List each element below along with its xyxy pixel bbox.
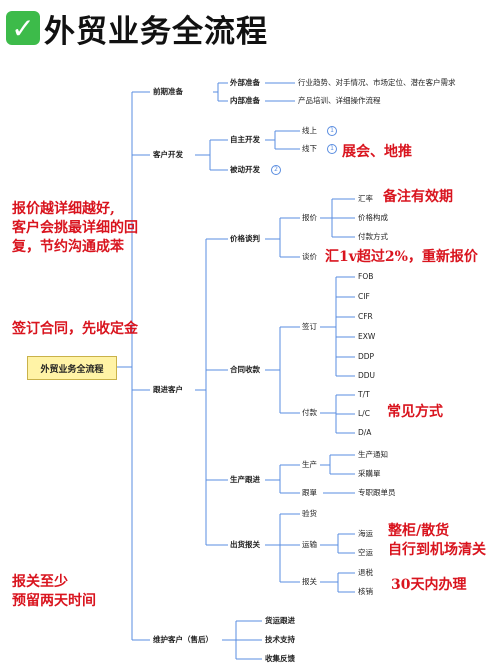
annotation-customs-tip: 报关至少 预留两天时间	[12, 574, 96, 609]
node-purchase: 采購單	[358, 469, 381, 478]
node-track-staff: 专职跟单员	[358, 488, 396, 497]
node-fob: FOB	[358, 272, 374, 281]
circle-number-2: 2	[271, 165, 281, 175]
node-ddu: DDU	[358, 371, 376, 380]
node-ship: 出货报关	[230, 540, 260, 549]
node-da: D/A	[358, 428, 372, 437]
annotation-expo: 展会、地推	[342, 144, 412, 160]
annotation-quote-tip: 报价越详细越好, 客户会挑最详细的回 复，节约沟通成苯	[12, 201, 138, 255]
node-negotiate: 谈价	[302, 252, 317, 261]
node-sign: 签订	[302, 322, 317, 331]
circle-number-1: 1	[327, 126, 337, 136]
node-tt: T/T	[358, 390, 370, 399]
node-prod-follow: 生产跟进	[230, 475, 260, 484]
node-goods-track: 货运跟进	[265, 616, 295, 625]
node-quote: 报价	[302, 213, 317, 222]
node-exw: EXW	[358, 332, 376, 341]
page-title: ✓ 外贸业务全流程	[6, 8, 268, 50]
node-verify: 核销	[358, 587, 373, 596]
title-text: 外贸业务全流程	[44, 13, 268, 50]
node-lc: L/C	[358, 409, 370, 418]
node-ddp: DDP	[358, 352, 375, 361]
node-price-composition: 价格构成	[358, 213, 388, 222]
root-node: 外贸业务全流程	[27, 356, 117, 380]
node-air: 空运	[358, 548, 373, 557]
node-customer-dev: 客户开发	[153, 150, 183, 159]
node-pay: 付款	[302, 408, 317, 417]
node-fx: 汇率	[358, 194, 373, 203]
annotation-thirty-days: 30天内办理	[391, 577, 467, 593]
node-price-talk: 价格谈判	[230, 234, 260, 243]
node-track: 跟單	[302, 488, 317, 497]
node-sea: 海运	[358, 529, 373, 538]
node-transport: 运输	[302, 540, 317, 549]
node-active-dev: 自主开发	[230, 135, 260, 144]
circle-number-1b: 1	[327, 144, 337, 154]
node-payment-way: 付款方式	[358, 232, 388, 241]
check-mark-icon: ✓	[6, 11, 40, 45]
node-prod-notice: 生产通知	[358, 450, 388, 459]
annotation-common-pay: 常见方式	[387, 404, 443, 420]
node-contract: 合同收款	[230, 365, 260, 374]
annotation-validity: 备注有效期	[383, 189, 453, 205]
node-passive-dev: 被动开发	[230, 165, 260, 174]
node-inspect: 验货	[302, 509, 317, 518]
node-external-prep: 外部准备	[230, 78, 260, 87]
node-feedback: 收集反馈	[265, 654, 295, 663]
node-tax-refund: 退税	[358, 568, 373, 577]
node-internal-prep: 内部准备	[230, 96, 260, 105]
node-maintain: 维护客户（售后）	[153, 635, 213, 644]
node-cif: CIF	[358, 292, 370, 301]
node-online: 线上	[302, 126, 317, 135]
annotation-requote: 汇1v超过2%，重新报价	[325, 249, 478, 265]
node-offline: 线下	[302, 144, 317, 153]
node-customs: 报关	[302, 577, 317, 586]
node-cfr: CFR	[358, 312, 373, 321]
node-tech-support: 技术支持	[265, 635, 295, 644]
node-follow-up: 跟进客户	[153, 385, 183, 394]
annotation-container: 整柜/散货 自行到机场清关	[388, 523, 486, 558]
node-external-detail: 行业趋势、对手情况、市场定位、潜在客户需求	[298, 78, 456, 87]
annotation-contract-tip: 签订合同，先收定金	[12, 321, 138, 337]
node-early-prep: 前期准备	[153, 87, 183, 96]
node-internal-detail: 产品培训、详细操作流程	[298, 96, 381, 105]
node-production: 生产	[302, 460, 317, 469]
